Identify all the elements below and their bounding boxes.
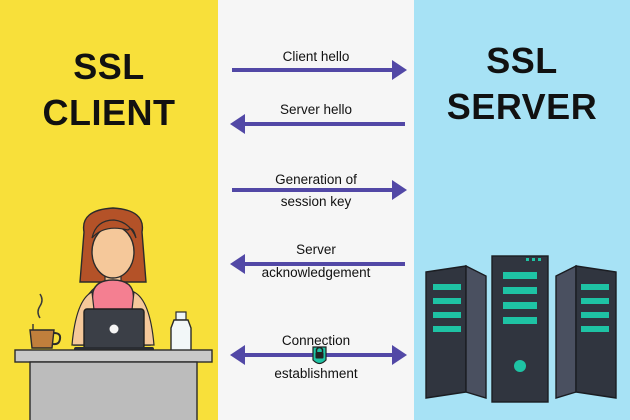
arrow-head-right [392, 60, 407, 80]
arrow-head-right [392, 345, 407, 365]
laptop-icon [74, 308, 154, 352]
client-title-line1: SSL [73, 46, 145, 87]
server-title-line1: SSL [486, 40, 558, 81]
coffee-mug-icon [29, 293, 62, 349]
message-1-label: Client hello [282, 49, 350, 64]
arrow-head-left [230, 345, 245, 365]
lock-icon [312, 346, 327, 365]
desk [14, 349, 213, 420]
arrow-client-hello [232, 60, 407, 80]
arrow-head-left [230, 254, 245, 274]
server-right [555, 264, 617, 399]
message-5-label-line1: Connection [281, 333, 351, 348]
server-title-line2: SERVER [446, 86, 598, 127]
arrow-head-left [230, 114, 245, 134]
message-4-label-line1: Server [296, 242, 336, 257]
server-rack-icon [425, 255, 617, 403]
message-arrows [230, 60, 407, 365]
arrow-head-right [392, 180, 407, 200]
face [91, 225, 135, 279]
message-4-label-line2: acknowledgement [261, 265, 371, 280]
bottle-icon [170, 311, 192, 352]
message-3-label-line2: session key [280, 194, 352, 209]
arrow-server-ack [230, 254, 405, 274]
server-left [425, 264, 487, 399]
message-3-label-line1: Generation of [275, 172, 357, 187]
server-center [491, 255, 549, 403]
client-title-line2: CLIENT [42, 92, 176, 133]
arrow-session-key [232, 180, 407, 200]
message-5-label-line2: establishment [274, 366, 358, 381]
fringe [91, 219, 137, 239]
arrow-server-hello [230, 114, 405, 134]
message-2-label: Server hello [279, 102, 353, 117]
